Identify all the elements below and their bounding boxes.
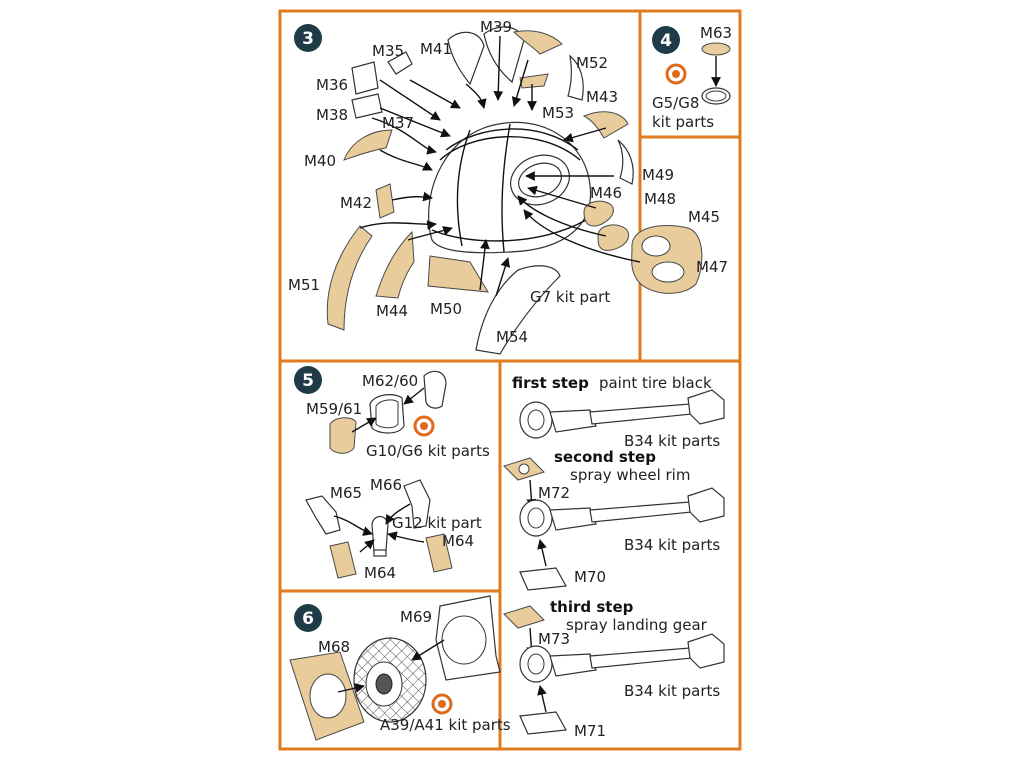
label-m35: M35	[372, 42, 404, 60]
label-m62-60: M62/60	[362, 372, 418, 390]
label-m71: M71	[574, 722, 606, 740]
step-badge-3: 3	[294, 24, 322, 52]
label-m36: M36	[316, 76, 348, 94]
mask-m42	[376, 184, 394, 218]
svg-text:5: 5	[302, 371, 314, 391]
svg-text:4: 4	[660, 31, 672, 51]
step-badge-4: 4	[652, 26, 680, 54]
label-m48: M48	[644, 190, 676, 208]
first-step-title: first step paint tire black	[512, 373, 712, 392]
mask-m59-61	[330, 418, 356, 454]
paint-icon	[667, 65, 685, 83]
label-m49: M49	[642, 166, 674, 184]
step-6-panel: 6 M69 M68 A39/A41 kit parts	[290, 596, 511, 740]
label-g5-g8: G5/G8	[652, 94, 699, 112]
label-m37: M37	[382, 114, 414, 132]
svg-text:6: 6	[302, 609, 314, 629]
label-m42: M42	[340, 194, 372, 212]
mask-m62-60	[424, 371, 446, 408]
mask-m64-left	[330, 542, 356, 578]
label-m43: M43	[586, 88, 618, 106]
label-m73: M73	[538, 630, 570, 648]
mask-m53	[520, 74, 548, 88]
mask-m51	[327, 226, 372, 330]
label-m41: M41	[420, 40, 452, 58]
part-g12	[372, 517, 388, 553]
label-m64-right: M64	[442, 532, 474, 550]
mask-m70	[520, 568, 566, 590]
mask-m48	[598, 225, 629, 250]
mask-m49	[618, 140, 633, 184]
label-m47: M47	[696, 258, 728, 276]
mask-m45-m47	[632, 225, 702, 293]
label-m63: M63	[700, 24, 732, 42]
wheel-tire	[354, 638, 426, 722]
label-g7-kit-part: G7 kit part	[530, 288, 610, 306]
label-m69: M69	[400, 608, 432, 626]
label-m52: M52	[576, 54, 608, 72]
step-3-panel: 3	[288, 18, 728, 354]
label-m59-61: M59/61	[306, 400, 362, 418]
label-m40: M40	[304, 152, 336, 170]
second-step-title: second step	[554, 448, 656, 466]
label-m53: M53	[542, 104, 574, 122]
mask-m43	[584, 112, 628, 138]
mask-m36	[352, 62, 378, 94]
label-m72: M72	[538, 484, 570, 502]
paint-icon-step6	[433, 695, 451, 713]
label-m65: M65	[330, 484, 362, 502]
second-step-desc: spray wheel rim	[570, 466, 690, 484]
third-step-desc: spray landing gear	[566, 616, 708, 634]
step-badge-5: 5	[294, 366, 322, 394]
mask-m73	[504, 606, 544, 628]
label-g12: G12 kit part	[392, 514, 482, 532]
mask-m71	[520, 712, 566, 734]
label-m39: M39	[480, 18, 512, 36]
landing-gear-1	[520, 390, 724, 438]
mask-m63	[702, 43, 730, 55]
third-step-title: third step	[550, 598, 634, 616]
canopy-dome	[429, 122, 591, 252]
label-b34-3: B34 kit parts	[624, 682, 720, 700]
label-b34-2: B34 kit parts	[624, 536, 720, 554]
label-m45: M45	[688, 208, 720, 226]
label-m38: M38	[316, 106, 348, 124]
step-4-panel: 4 M63 G5/G8 kit parts	[652, 24, 732, 131]
label-m44: M44	[376, 302, 408, 320]
svg-text:3: 3	[302, 29, 314, 49]
label-g10-g6: G10/G6 kit parts	[366, 442, 490, 460]
paint-icon-step5	[415, 417, 433, 435]
mask-m50	[428, 256, 488, 292]
mask-m44	[376, 232, 414, 298]
mask-m40	[344, 130, 392, 160]
label-m64-left: M64	[364, 564, 396, 582]
label-m54: M54	[496, 328, 528, 346]
label-m50: M50	[430, 300, 462, 318]
step-badge-6: 6	[294, 604, 322, 632]
label-a39-a41: A39/A41 kit parts	[380, 716, 511, 734]
label-m51: M51	[288, 276, 320, 294]
label-m46: M46	[590, 184, 622, 202]
label-m66: M66	[370, 476, 402, 494]
label-m70: M70	[574, 568, 606, 586]
label-kit-parts: kit parts	[652, 113, 714, 131]
step-5-panel: 5 M62/60 M59/61 G10/G6 kit parts M66 M65…	[294, 366, 490, 582]
mask-m46	[584, 201, 613, 226]
gear-steps-panel: first step paint tire black B34 kit part…	[504, 373, 724, 740]
mask-m41	[448, 32, 484, 84]
mask-m38	[352, 94, 382, 118]
